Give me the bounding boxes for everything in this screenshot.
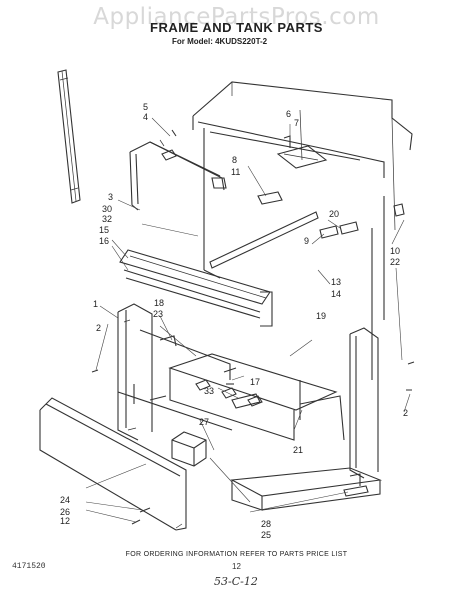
callout-13: 13 xyxy=(331,277,342,287)
watermark-text: AppliancePartsPros.com xyxy=(93,4,380,30)
fasteners-part xyxy=(91,203,415,525)
trim-strip-part xyxy=(57,69,81,204)
handwritten-note: 53-C-12 xyxy=(214,575,258,588)
clip-part xyxy=(161,129,291,205)
top-bracket-part xyxy=(276,145,328,169)
u-channel-part xyxy=(129,139,227,211)
base-frame-part xyxy=(117,303,233,441)
callout-23: 23 xyxy=(153,309,164,319)
callout-20: 20 xyxy=(329,209,340,219)
callout-5: 5 xyxy=(143,102,149,112)
leader-lines xyxy=(85,117,411,523)
callout-4: 4 xyxy=(143,112,149,122)
figure-code: 4171520 xyxy=(12,562,46,571)
callout-17: 17 xyxy=(250,377,261,387)
callout-33: 33 xyxy=(204,386,215,396)
callout-7: 7 xyxy=(294,118,300,128)
callout-28: 28 xyxy=(261,519,272,529)
callout-30: 30 xyxy=(102,204,113,214)
callout-8: 8 xyxy=(232,155,238,165)
leveling-foot-part xyxy=(343,473,369,497)
model-number: For Model: 4KUDS220T-2 xyxy=(172,37,268,46)
callout-25: 25 xyxy=(261,530,272,540)
callout-2-right: 2 xyxy=(403,408,409,418)
tank-body-part xyxy=(192,81,413,380)
callout-22: 22 xyxy=(390,257,401,267)
page-number: 12 xyxy=(232,562,241,571)
callout-24: 24 xyxy=(60,495,71,505)
front-rail-part xyxy=(119,249,273,327)
callout-10: 10 xyxy=(390,246,401,256)
callout-14: 14 xyxy=(331,289,342,299)
callout-26: 26 xyxy=(60,507,71,517)
ordering-note: FOR ORDERING INFORMATION REFER TO PARTS … xyxy=(125,551,348,558)
callout-21: 21 xyxy=(293,445,304,455)
callout-12: 12 xyxy=(60,516,71,526)
callout-27: 27 xyxy=(199,417,210,427)
callout-15: 15 xyxy=(99,225,110,235)
toe-panel-part xyxy=(39,397,187,531)
callout-9: 9 xyxy=(304,236,310,246)
inner-rail-part xyxy=(209,211,359,269)
callout-2-left: 2 xyxy=(96,323,102,333)
callout-11: 11 xyxy=(231,167,241,177)
electrical-box-part xyxy=(171,431,207,467)
callout-19: 19 xyxy=(316,311,327,321)
callout-16: 16 xyxy=(99,236,110,246)
callout-3: 3 xyxy=(108,192,114,202)
diagram-title: FRAME AND TANK PARTS xyxy=(150,20,323,35)
callout-1: 1 xyxy=(93,299,99,309)
right-post-part xyxy=(230,327,383,511)
tank-floor-part xyxy=(168,353,338,441)
callout-6: 6 xyxy=(286,109,292,119)
callout-18: 18 xyxy=(154,298,165,308)
callout-32: 32 xyxy=(102,214,113,224)
